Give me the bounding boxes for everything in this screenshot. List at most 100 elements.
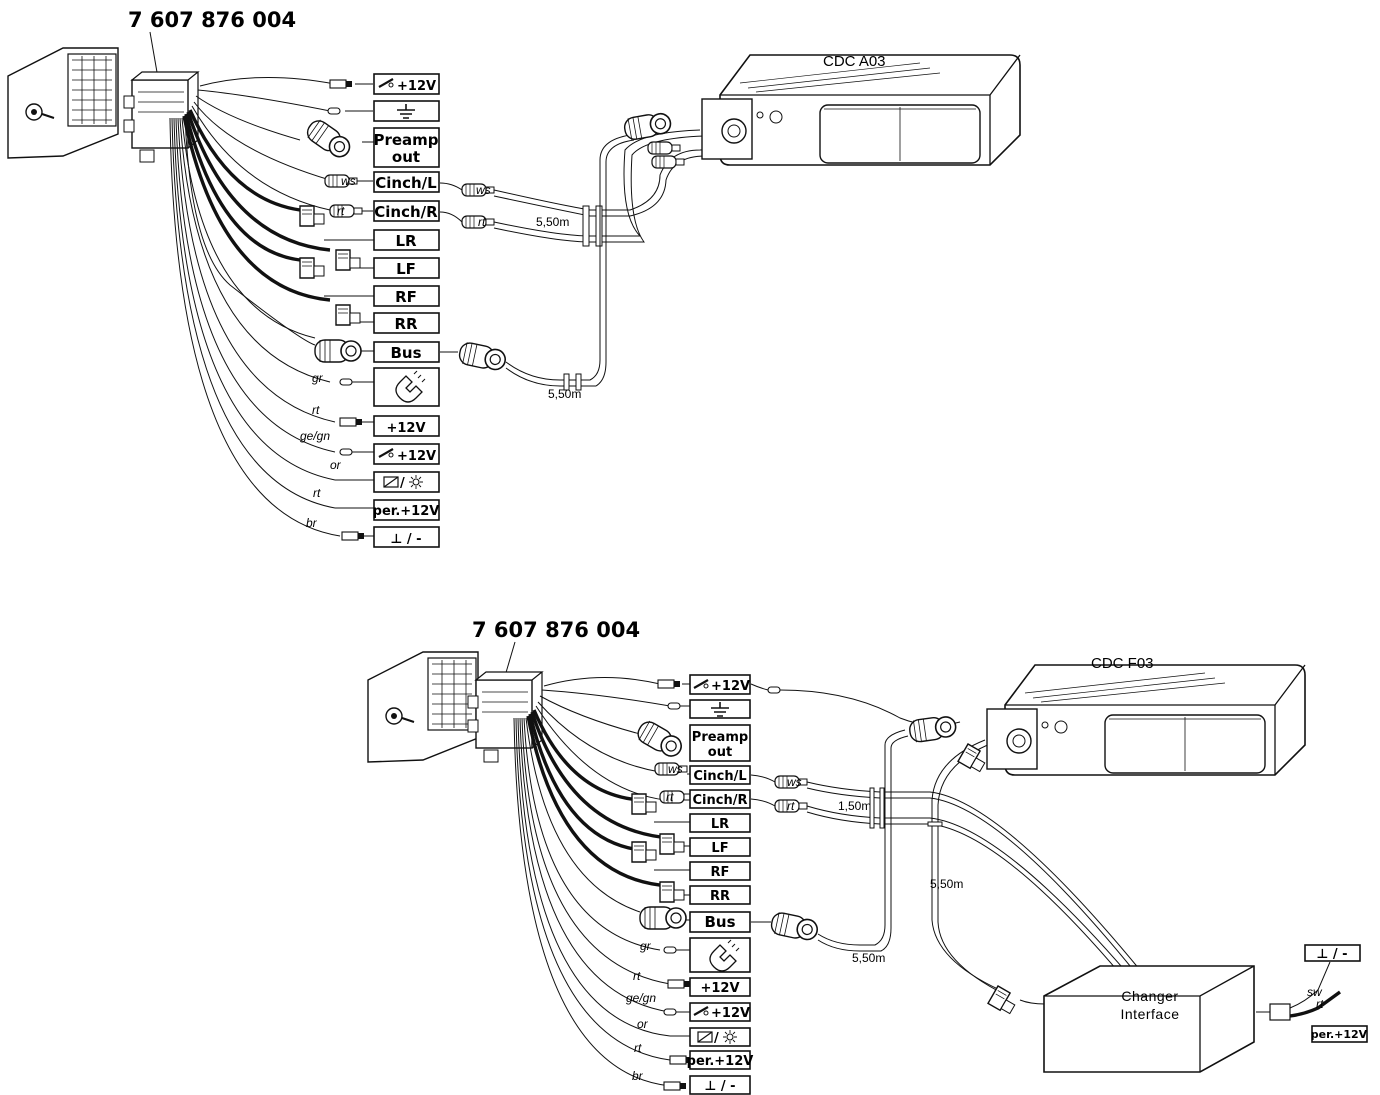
svg-text:+12V: +12V xyxy=(397,79,436,94)
label-light-b xyxy=(689,1027,751,1047)
svg-text:or: or xyxy=(637,1017,649,1031)
label-bus-b: Bus xyxy=(689,911,751,933)
label-phone-mute-a xyxy=(373,367,440,407)
label-ign-12v-2-b: +12V xyxy=(689,1002,751,1022)
wire-bundle-b xyxy=(513,676,671,1087)
svg-text:rt: rt xyxy=(337,204,345,218)
label-rf-a: RF xyxy=(373,285,440,307)
length-bus-b: 5,50m xyxy=(852,951,885,965)
svg-text:RR: RR xyxy=(710,889,730,904)
label-preamp-a: Preamp out xyxy=(373,127,440,168)
label-per-12v-a: per.+12V xyxy=(373,499,440,521)
interface-cable-b: 5,50m xyxy=(927,739,1046,1017)
svg-text:rt: rt xyxy=(1316,997,1324,1011)
svg-text:Cinch/L: Cinch/L xyxy=(375,174,437,192)
device-label-a: CDC A03 xyxy=(823,53,886,70)
label-ground-minus-a: ⊥ / - xyxy=(373,526,440,548)
svg-text:+12V: +12V xyxy=(711,1006,750,1021)
svg-text:gr: gr xyxy=(640,939,652,953)
svg-text:⊥ / -: ⊥ / - xyxy=(704,1079,735,1094)
svg-text:gr: gr xyxy=(312,371,324,385)
label-lr-a: LR xyxy=(373,229,440,251)
part-number-a: 7 607 876 004 xyxy=(128,8,296,32)
label-plus-12v-a: +12V xyxy=(373,415,440,437)
device-label-b: CDC F03 xyxy=(1091,655,1154,672)
label-ground-a xyxy=(373,100,440,122)
svg-text:rt: rt xyxy=(633,969,641,983)
svg-text:RF: RF xyxy=(711,865,730,880)
label-ground-b xyxy=(689,699,751,719)
svg-text:or: or xyxy=(330,458,342,472)
cd-changer-b xyxy=(986,664,1306,776)
svg-text:+12V: +12V xyxy=(386,421,425,436)
svg-text:Cinch/R: Cinch/R xyxy=(374,203,438,221)
part-number-leader-a xyxy=(149,31,159,79)
svg-text:RR: RR xyxy=(394,315,418,333)
svg-text:br: br xyxy=(306,516,318,530)
svg-text:+12V: +12V xyxy=(711,679,750,694)
label-lr-b: LR xyxy=(689,813,751,833)
bus-cable-a: 5,50m xyxy=(440,110,685,401)
svg-text:rt: rt xyxy=(313,486,321,500)
label-ign-12v-a: +12V xyxy=(373,73,440,95)
interface-label-line1: Changer xyxy=(1121,988,1178,1004)
svg-text:Preamp: Preamp xyxy=(373,131,438,149)
iface-ground-label: ⊥ / - xyxy=(1316,947,1347,962)
length-iface-b: 5,50m xyxy=(930,877,963,891)
svg-text:LF: LF xyxy=(396,260,416,278)
label-plus-12v-b: +12V xyxy=(689,977,751,997)
label-rf-b: RF xyxy=(689,861,751,881)
svg-text:rt: rt xyxy=(634,1041,642,1055)
label-ign-12v-2-a: +12V xyxy=(373,443,440,465)
changer-interface-box: Changer Interface xyxy=(1043,965,1255,1073)
svg-text:LF: LF xyxy=(711,841,728,856)
label-preamp-b: Preamp out xyxy=(689,724,751,762)
label-light-a xyxy=(373,471,440,493)
length-cinch-a: 5,50m xyxy=(536,215,569,229)
interface-label-line2: Interface xyxy=(1121,1006,1180,1022)
radio-dashboard-a xyxy=(7,47,119,159)
interface-power-b: sw rt ⊥ / - per.+12V xyxy=(1256,944,1368,1043)
svg-text:LR: LR xyxy=(395,232,417,250)
svg-text:ge/gn: ge/gn xyxy=(300,429,330,443)
cinch-cables-b: ws rt 1,50m xyxy=(750,774,1141,977)
svg-text:ws: ws xyxy=(341,174,356,188)
label-lf-b: LF xyxy=(689,837,751,857)
svg-text:Cinch/L: Cinch/L xyxy=(693,769,746,784)
svg-text:+12V: +12V xyxy=(397,449,436,464)
svg-text:ge/gn: ge/gn xyxy=(626,991,656,1005)
part-number-leader-b xyxy=(504,641,516,677)
label-bus-a: Bus xyxy=(373,341,440,363)
label-rr-b: RR xyxy=(689,885,751,905)
diagram-a: 7 607 876 004 ws xyxy=(7,8,1021,548)
label-rr-a: RR xyxy=(373,312,440,334)
cd-changer-a xyxy=(701,54,1021,166)
svg-text:⊥ / -: ⊥ / - xyxy=(390,532,421,547)
svg-text:Cinch/R: Cinch/R xyxy=(693,793,748,808)
svg-text:out: out xyxy=(392,148,420,166)
iface-per-12v-label: per.+12V xyxy=(1311,1028,1368,1041)
radio-dashboard-b xyxy=(367,651,479,763)
svg-text:rt: rt xyxy=(787,799,795,813)
bus-cable-b: 5,50m xyxy=(751,713,958,965)
label-cinch-l-a: Cinch/L xyxy=(373,171,440,193)
cinch-cables-a: ws rt 5,50m xyxy=(439,129,741,247)
length-bus-a: 5,50m xyxy=(548,387,581,401)
svg-text:RF: RF xyxy=(395,288,417,306)
label-cinch-r-b: Cinch/R xyxy=(689,789,751,809)
svg-text:rt: rt xyxy=(312,403,320,417)
label-lf-a: LF xyxy=(373,257,440,279)
svg-text:rt: rt xyxy=(478,215,486,229)
label-ign-12v-b: +12V xyxy=(689,674,751,695)
label-ground-minus-b: ⊥ / - xyxy=(689,1075,751,1095)
wire-bundle-a xyxy=(169,77,341,537)
label-cinch-l-b: Cinch/L xyxy=(689,765,751,785)
part-number-b: 7 607 876 004 xyxy=(472,618,640,642)
svg-text:per.+12V: per.+12V xyxy=(373,504,440,519)
label-cinch-r-a: Cinch/R xyxy=(373,200,440,222)
svg-text:ws: ws xyxy=(476,183,491,197)
svg-text:br: br xyxy=(632,1069,644,1083)
svg-text:rt: rt xyxy=(666,790,674,804)
svg-text:ws: ws xyxy=(668,762,683,776)
